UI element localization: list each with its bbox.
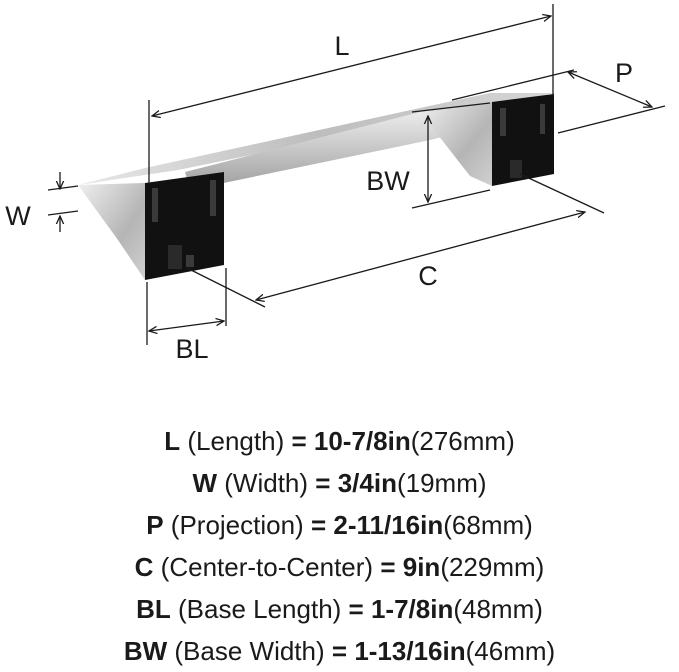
spec-name: (Width) bbox=[224, 468, 309, 498]
dimension-base-length bbox=[146, 268, 227, 345]
spec-metric: (19mm) bbox=[396, 468, 487, 498]
spec-equals: = bbox=[310, 510, 327, 540]
spec-name: (Projection) bbox=[170, 510, 304, 540]
dimension-length bbox=[148, 4, 554, 184]
spec-imperial: 9in bbox=[402, 552, 441, 582]
spec-row-width: W (Width) = 3/4in(19mm) bbox=[0, 462, 679, 504]
label-bw: BW bbox=[366, 166, 410, 196]
handle-left-base bbox=[145, 172, 224, 280]
dimension-spec-list: L (Length) = 10-7/8in(276mm) W (Width) =… bbox=[0, 420, 679, 672]
spec-metric: (46mm) bbox=[465, 636, 556, 666]
spec-row-projection: P (Projection) = 2-11/16in(68mm) bbox=[0, 504, 679, 546]
spec-row-length: L (Length) = 10-7/8in(276mm) bbox=[0, 420, 679, 462]
spec-metric: (68mm) bbox=[443, 510, 533, 540]
dimension-projection bbox=[451, 69, 666, 134]
spec-metric: (229mm) bbox=[440, 552, 545, 582]
spec-equals: = bbox=[348, 594, 364, 624]
spec-name: (Center-to-Center) bbox=[160, 552, 374, 582]
spec-code: W bbox=[192, 468, 218, 498]
handle-bar-front bbox=[185, 105, 492, 190]
spec-name: (Base Width) bbox=[174, 636, 325, 666]
dimension-base-width bbox=[411, 102, 491, 209]
spec-code: BL bbox=[136, 594, 171, 624]
label-p: P bbox=[615, 58, 633, 88]
handle-left-leg bbox=[78, 183, 145, 280]
label-l: L bbox=[334, 31, 349, 61]
spec-metric: (276mm) bbox=[410, 426, 515, 456]
spec-row-center-to-center: C (Center-to-Center) = 9in(229mm) bbox=[0, 546, 679, 588]
spec-imperial: 1-7/8in bbox=[370, 594, 454, 624]
spec-imperial: 10-7/8in bbox=[313, 426, 411, 456]
spec-equals: = bbox=[331, 636, 348, 666]
label-c: C bbox=[418, 261, 438, 291]
label-bl: BL bbox=[175, 334, 208, 364]
spec-code: BW bbox=[123, 636, 168, 666]
spec-code: L bbox=[164, 426, 181, 456]
spec-metric: (48mm) bbox=[453, 594, 543, 624]
dimension-width bbox=[47, 172, 79, 232]
spec-name: (Length) bbox=[187, 426, 285, 456]
spec-row-base-length: BL (Base Length) = 1-7/8in(48mm) bbox=[0, 588, 679, 630]
spec-equals: = bbox=[315, 468, 331, 498]
spec-imperial: 3/4in bbox=[337, 468, 397, 498]
spec-code: P bbox=[146, 510, 164, 540]
spec-equals: = bbox=[291, 426, 307, 456]
spec-imperial: 2-11/16in bbox=[333, 510, 444, 540]
spec-row-base-width: BW (Base Width) = 1-13/16in(46mm) bbox=[0, 630, 679, 672]
spec-imperial: 1-13/16in bbox=[354, 636, 466, 666]
spec-code: C bbox=[134, 552, 154, 582]
handle-dimension-diagram: L P W BW C BL bbox=[5, 4, 666, 364]
spec-equals: = bbox=[380, 552, 396, 582]
spec-name: (Base Length) bbox=[177, 594, 342, 624]
label-w: W bbox=[5, 201, 31, 231]
handle-right-leg bbox=[420, 102, 492, 186]
